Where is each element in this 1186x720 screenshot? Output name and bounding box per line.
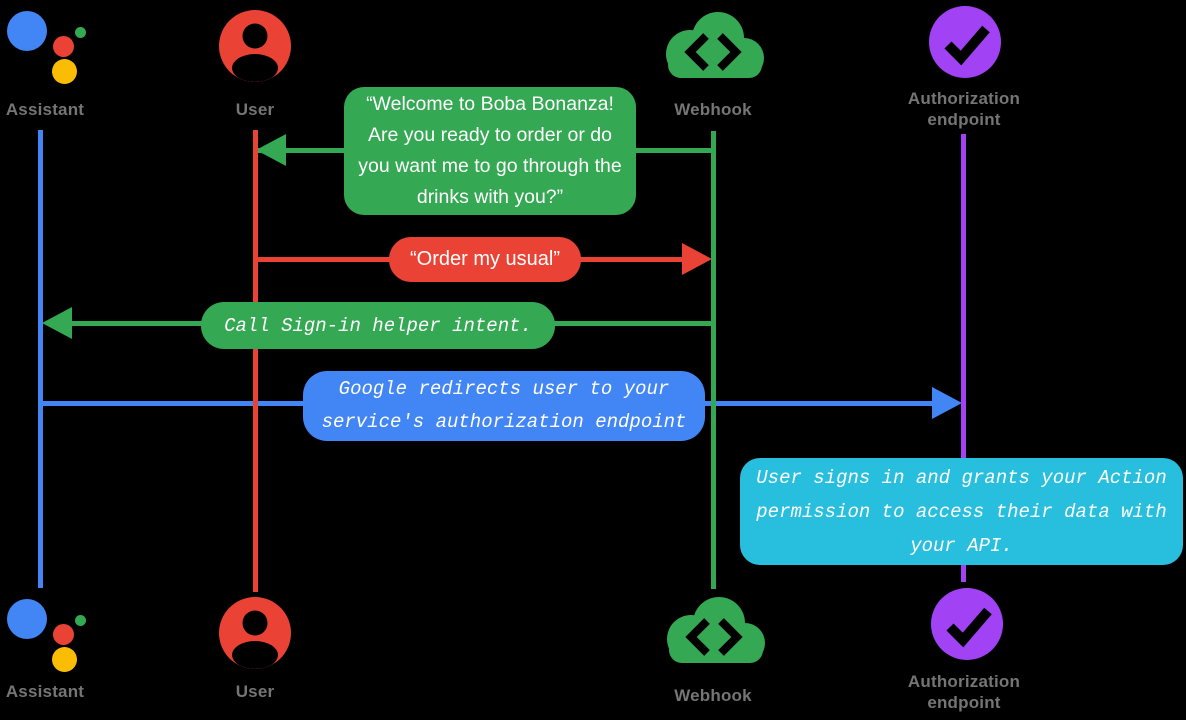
arrow-right-icon [932, 387, 962, 419]
webhook-lifeline [711, 131, 716, 589]
auth-endpoint-label: Authorization endpoint [907, 89, 1021, 129]
signin-helper-bubble: Call Sign-in helper intent. [201, 302, 555, 349]
assistant-green-dot [75, 27, 86, 38]
redirect-bubble: Google redirects user to your service's … [303, 371, 705, 441]
user-icon [218, 596, 292, 675]
order-message-bubble: “Order my usual” [389, 237, 581, 282]
user-label: User [235, 100, 275, 119]
assistant-green-dot [75, 615, 86, 626]
welcome-message-bubble: “Welcome to Boba Bonanza! Are you ready … [344, 87, 636, 215]
webhook-cloud-code-icon [656, 8, 768, 87]
arrow-right-icon [682, 243, 712, 275]
assistant-yellow-dot [52, 647, 77, 672]
assistant-yellow-dot [52, 59, 77, 84]
user-grant-note-bubble: User signs in and grants your Action per… [740, 458, 1183, 565]
auth-checkmark-icon [929, 586, 1005, 667]
auth-checkmark-icon [927, 4, 1003, 85]
google-assistant-icon [4, 6, 94, 92]
auth-endpoint-lifeline [961, 134, 966, 582]
user-lifeline [253, 130, 258, 592]
user-label: User [235, 682, 275, 701]
assistant-label: Assistant [5, 682, 85, 701]
webhook-label: Webhook [674, 686, 752, 705]
auth-endpoint-label: Authorization endpoint [907, 672, 1021, 712]
assistant-blue-dot [7, 11, 47, 51]
user-icon [218, 9, 292, 88]
webhook-label: Webhook [674, 100, 752, 119]
arrow-left-icon [256, 134, 286, 166]
assistant-red-dot [53, 36, 74, 57]
assistant-label: Assistant [5, 100, 85, 119]
arrow-left-icon [42, 307, 72, 339]
assistant-lifeline [38, 130, 43, 588]
webhook-cloud-code-icon [657, 593, 769, 672]
assistant-blue-dot [7, 599, 47, 639]
google-assistant-icon [4, 594, 94, 680]
assistant-red-dot [53, 624, 74, 645]
